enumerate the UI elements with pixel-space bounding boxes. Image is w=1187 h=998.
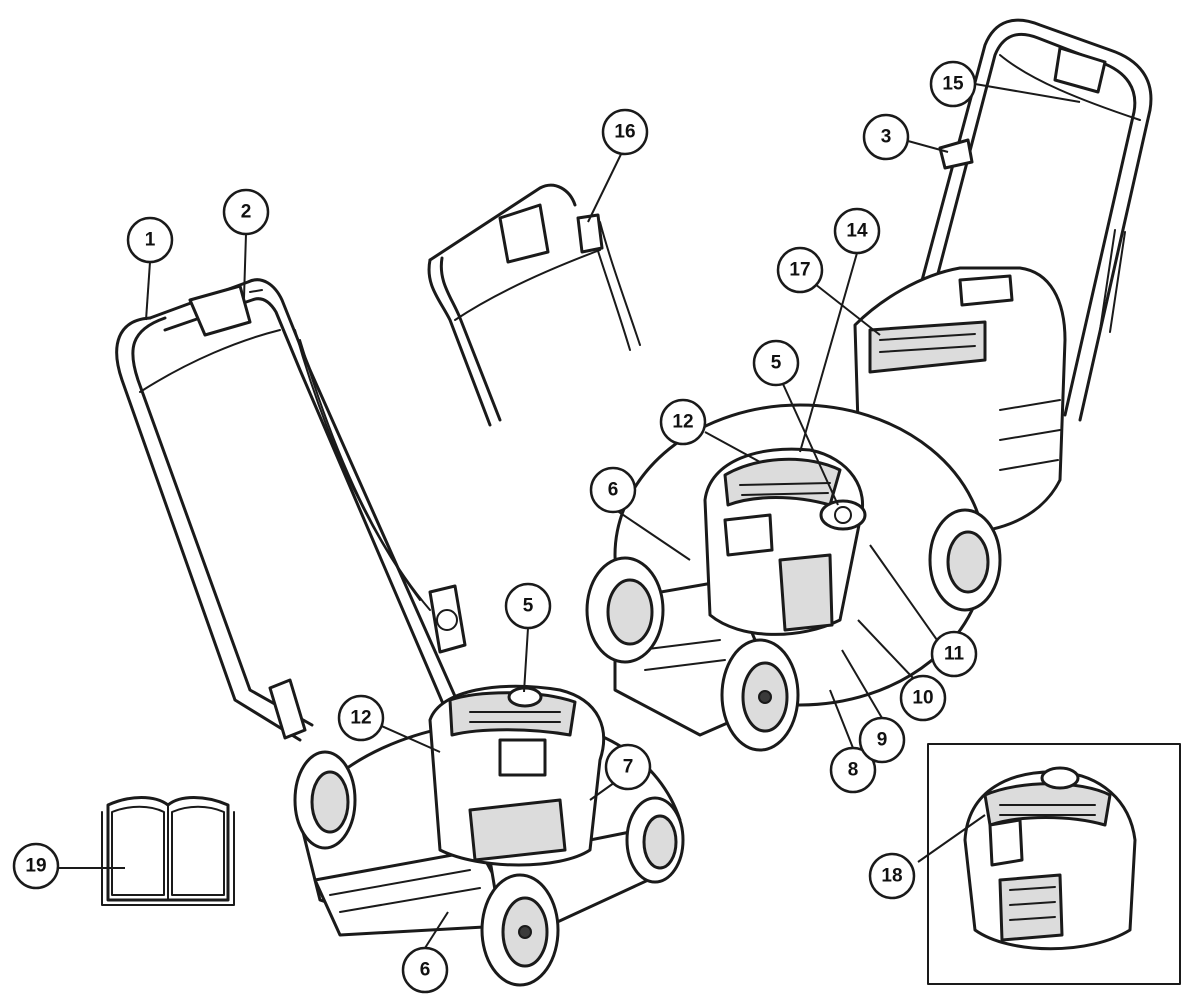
svg-text:3: 3 bbox=[881, 127, 892, 148]
svg-text:15: 15 bbox=[942, 74, 964, 95]
callout-17: 17 bbox=[776, 246, 824, 294]
callout-12-left: 12 bbox=[337, 694, 385, 742]
callout-6-left: 6 bbox=[401, 946, 449, 994]
callout-1: 1 bbox=[126, 216, 174, 264]
callout-5-right: 5 bbox=[752, 339, 800, 387]
callout-15: 15 bbox=[929, 60, 977, 108]
svg-text:18: 18 bbox=[881, 866, 902, 887]
svg-text:14: 14 bbox=[846, 221, 868, 242]
engine-detail-inset bbox=[927, 743, 1181, 985]
svg-text:12: 12 bbox=[350, 708, 371, 729]
svg-text:19: 19 bbox=[25, 856, 46, 877]
callout-16: 16 bbox=[601, 108, 649, 156]
svg-text:6: 6 bbox=[608, 480, 619, 501]
svg-text:7: 7 bbox=[623, 757, 634, 778]
svg-text:5: 5 bbox=[771, 353, 782, 374]
left-mower-illustration bbox=[115, 278, 685, 987]
svg-text:17: 17 bbox=[789, 260, 810, 281]
callout-19: 19 bbox=[12, 842, 60, 890]
svg-text:8: 8 bbox=[848, 760, 859, 781]
callout-8: 8 bbox=[829, 746, 877, 794]
callout-5-left: 5 bbox=[504, 582, 552, 630]
svg-text:10: 10 bbox=[912, 688, 933, 709]
svg-text:6: 6 bbox=[420, 960, 431, 981]
callout-11: 11 bbox=[930, 630, 978, 678]
callout-14: 14 bbox=[833, 207, 881, 255]
operator-manual-icon bbox=[101, 796, 235, 906]
handle-detail-illustration bbox=[427, 183, 641, 427]
callout-7: 7 bbox=[604, 743, 652, 791]
callout-3: 3 bbox=[862, 113, 910, 161]
svg-text:12: 12 bbox=[672, 412, 693, 433]
svg-text:1: 1 bbox=[145, 230, 156, 251]
right-mower-illustration bbox=[585, 18, 1153, 752]
callout-2: 2 bbox=[222, 188, 270, 236]
callout-6-right: 6 bbox=[589, 466, 637, 514]
callout-9: 9 bbox=[858, 716, 906, 764]
callout-12-right: 12 bbox=[659, 398, 707, 446]
callout-18: 18 bbox=[868, 852, 916, 900]
svg-text:2: 2 bbox=[241, 202, 252, 223]
svg-text:9: 9 bbox=[877, 730, 888, 751]
callout-10: 10 bbox=[899, 674, 947, 722]
leader-lines bbox=[59, 83, 1081, 949]
svg-text:11: 11 bbox=[944, 644, 965, 665]
svg-text:5: 5 bbox=[523, 596, 534, 617]
svg-text:16: 16 bbox=[614, 122, 635, 143]
